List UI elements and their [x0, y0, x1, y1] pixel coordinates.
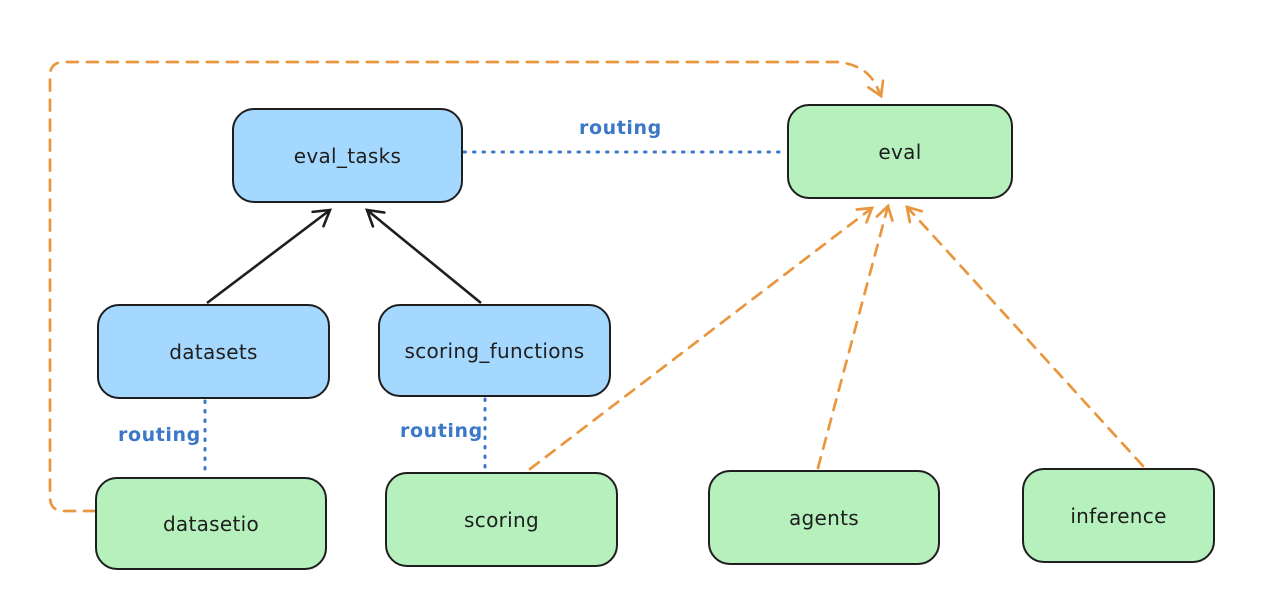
edge-datasets-to-eval-tasks-arrow — [206, 208, 333, 305]
node-eval-tasks-label: eval_tasks — [293, 143, 402, 168]
edge-scoring-functions-to-eval-tasks-arrow — [365, 208, 482, 305]
node-scoring-label: scoring — [464, 507, 539, 532]
node-eval-label: eval — [878, 139, 922, 164]
node-agents-label: agents — [789, 505, 859, 530]
routing-label-eval-tasks-eval: routing — [579, 117, 662, 139]
node-eval-tasks: eval_tasks — [232, 108, 463, 203]
node-scoring: scoring — [385, 472, 618, 567]
node-datasetio-label: datasetio — [162, 511, 260, 536]
edge-inference-to-eval-arrow — [905, 205, 1145, 468]
node-datasets-label: datasets — [169, 339, 258, 364]
edge-datasetio-to-eval-arrow — [48, 60, 885, 513]
node-datasets: datasets — [97, 304, 330, 399]
node-inference: inference — [1022, 468, 1215, 563]
routing-label-datasets-datasetio: routing — [118, 424, 201, 446]
node-datasetio: datasetio — [95, 477, 327, 570]
node-agents: agents — [708, 470, 940, 565]
node-eval: eval — [787, 104, 1013, 199]
routing-label-scoring-functions-scoring: routing — [400, 420, 483, 442]
edge-scoring-to-eval-arrow — [528, 206, 875, 471]
node-scoring-functions-label: scoring_functions — [404, 338, 585, 363]
node-scoring-functions: scoring_functions — [378, 304, 611, 397]
node-inference-label: inference — [1070, 503, 1167, 528]
edge-agents-to-eval-arrow — [816, 203, 894, 470]
